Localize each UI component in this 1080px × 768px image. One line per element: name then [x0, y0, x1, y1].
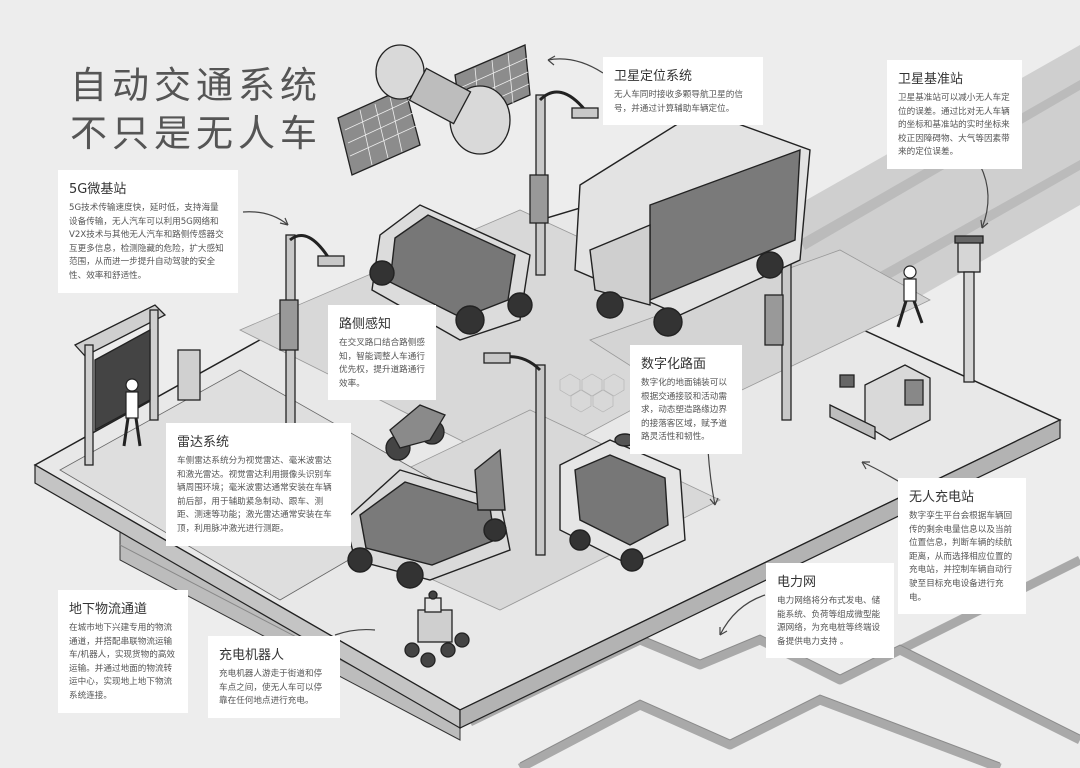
- callout-heading: 无人充电站: [909, 490, 975, 505]
- callout-heading: 地下物流通道: [69, 602, 148, 617]
- callout-heading: 雷达系统: [177, 435, 230, 450]
- satellite-icon: [337, 44, 531, 176]
- callout-satellite: 卫星定位系统 无人车同时接收多颗导航卫星的信号，并通过计算辅助车辆定位。: [603, 57, 763, 126]
- callout-body: 数字化的地面铺装可以根据交通接驳和活动需求，动态塑造路缘边界的接落客区域，赋予道…: [641, 378, 727, 443]
- callout-5g: 5G微基站 5G技术传输速度快，延时低，支持海量设备传输，无人汽车可以利用5G网…: [58, 170, 238, 293]
- callout-heading: 电力网: [777, 575, 817, 590]
- motorcycle-icon: [385, 404, 446, 461]
- title-line-2: 不只是无人车: [70, 112, 322, 155]
- callout-body: 车侧雷达系统分为视觉雷达、毫米波雷达和激光雷达。视觉雷达利用摄像头识别车辆周围环…: [177, 456, 332, 534]
- callout-body: 5G技术传输速度快，延时低，支持海量设备传输，无人汽车可以利用5G网络和V2X技…: [69, 203, 224, 281]
- callout-body: 卫星基准站可以减小无人车定位的误差。通过比对无人车辆的坐标和基准站的实时坐标来校…: [898, 93, 1010, 158]
- callout-charging-station: 无人充电站 数字孪生平台会根据车辆回传的剩余电量信息以及当前位置信息，判断车辆的…: [898, 478, 1026, 615]
- charging-robot-icon: [404, 590, 470, 668]
- callout-logistics: 地下物流通道 在城市地下兴建专用的物流通道，并搭配串联物流运输车/机器人，实现货…: [58, 590, 188, 713]
- callout-digital-road: 数字化路面 数字化的地面铺装可以根据交通接驳和活动需求，动态塑造路缘边界的接落客…: [630, 345, 742, 454]
- callout-roadside: 路侧感知 在交叉路口结合路侧感知，智能调整人车通行优先权，提升道路通行效率。: [328, 305, 436, 401]
- callout-charging-robot: 充电机器人 充电机器人游走于街道和停车点之间，使无人车可以停靠在任何地点进行充电…: [208, 636, 340, 718]
- callout-body: 电力网络将分布式发电、储能系统、负荷等组成微型能源网络，为充电桩等终端设备提供电…: [777, 596, 881, 647]
- base-station-icon: [954, 235, 984, 383]
- callout-heading: 数字化路面: [641, 357, 707, 372]
- autonomous-car-icon: [344, 448, 511, 589]
- autonomous-truck-icon: [574, 109, 811, 337]
- delivery-robot-icon: [559, 433, 686, 572]
- title-line-1: 自动交通系统: [70, 64, 322, 107]
- callout-heading: 5G微基站: [69, 182, 127, 197]
- callout-body: 无人车同时接收多颗导航卫星的信号，并通过计算辅助车辆定位。: [614, 90, 743, 114]
- charging-station-icon: [829, 364, 931, 441]
- callout-body: 在城市地下兴建专用的物流通道，并搭配串联物流运输车/机器人，实现货物的高效运输。…: [69, 623, 176, 701]
- callout-heading: 充电机器人: [219, 648, 285, 663]
- callout-heading: 卫星定位系统: [614, 69, 693, 84]
- callout-heading: 路侧感知: [339, 317, 392, 332]
- callout-body: 充电机器人游走于街道和停车点之间，使无人车可以停靠在任何地点进行充电。: [219, 669, 323, 707]
- page-title: 自动交通系统 不只是无人车: [70, 62, 322, 158]
- callout-heading: 卫星基准站: [898, 72, 964, 87]
- callout-base-station: 卫星基准站 卫星基准站可以减小无人车定位的误差。通过比对无人车辆的坐标和基准站的…: [887, 60, 1022, 169]
- callout-radar: 雷达系统 车侧雷达系统分为视觉雷达、毫米波雷达和激光雷达。视觉雷达利用摄像头识别…: [166, 423, 351, 546]
- callout-body: 在交叉路口结合路侧感知，智能调整人车通行优先权，提升道路通行效率。: [339, 338, 425, 389]
- callout-body: 数字孪生平台会根据车辆回传的剩余电量信息以及当前位置信息，判断车辆的续航距离，从…: [909, 511, 1013, 603]
- callout-power-grid: 电力网 电力网络将分布式发电、储能系统、负荷等组成微型能源网络，为充电桩等终端设…: [766, 563, 894, 659]
